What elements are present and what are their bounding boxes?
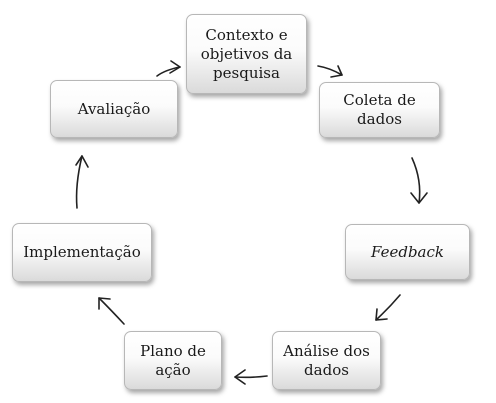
arrow-implementacao-to-avaliacao [75, 155, 89, 209]
arrow-feedback-to-analise [375, 294, 401, 321]
node-avaliacao-label: Avaliação [77, 99, 151, 118]
node-analise-label: Análise dos dados [283, 341, 370, 379]
node-feedback: Feedback [345, 224, 470, 280]
node-coleta: Coleta de dados [319, 82, 440, 138]
arrow-contexto-to-coleta [317, 65, 343, 78]
node-implementacao: Implementação [12, 223, 152, 282]
node-coleta-label: Coleta de dados [343, 91, 416, 128]
node-feedback-label: Feedback [371, 242, 444, 261]
arrow-coleta-to-feedback [410, 157, 428, 204]
node-contexto: Contexto e objetivos da pesquisa [186, 14, 307, 94]
arrow-plano-to-implementacao [98, 297, 125, 325]
node-plano-label: Plano de ação [140, 341, 206, 379]
arrow-avaliacao-to-contexto [156, 60, 181, 77]
arrow-analise-to-plano [234, 369, 268, 385]
node-analise: Análise dos dados [272, 331, 381, 390]
node-contexto-label: Contexto e objetivos da pesquisa [200, 25, 293, 82]
node-plano: Plano de ação [124, 331, 222, 390]
node-avaliacao: Avaliação [50, 80, 178, 138]
node-implementacao-label: Implementação [23, 243, 141, 261]
